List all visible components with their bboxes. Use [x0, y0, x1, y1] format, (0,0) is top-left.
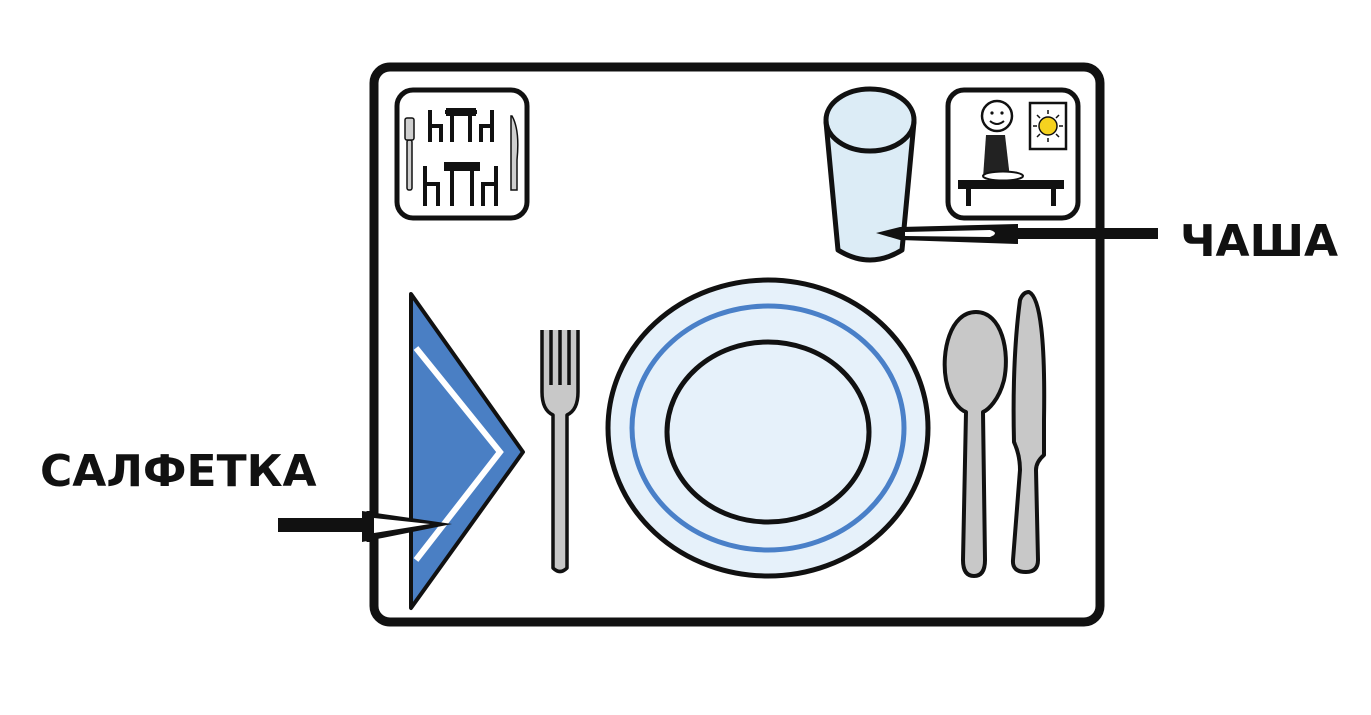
dining-tables-icon	[397, 90, 527, 218]
napkin-label: САЛФЕТКА	[40, 446, 317, 497]
person-at-table-icon	[948, 90, 1078, 218]
plate-icon	[608, 280, 928, 576]
cup-label: ЧАША	[1180, 216, 1338, 267]
